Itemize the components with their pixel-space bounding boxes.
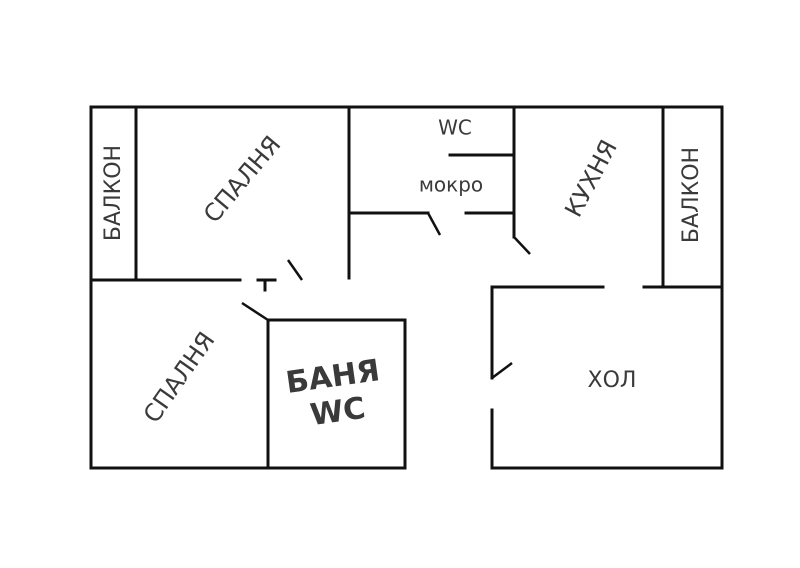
room-label-balcony-left: БАЛКОН — [101, 145, 126, 241]
door-bedroom-top — [286, 259, 304, 281]
room-label-wc: WC — [438, 116, 472, 140]
room-label-wet-area: мокро — [419, 173, 483, 197]
room-label-bedroom-bottom: СПАЛНЯ — [138, 327, 221, 428]
room-label-hall: ХОЛ — [588, 368, 637, 393]
door-wet-area — [426, 212, 442, 236]
room-label-bedroom-top: СПАЛНЯ — [198, 131, 286, 229]
room-label-bath-line1: БАНЯ — [284, 353, 382, 401]
room-label-bath-line2: WC — [308, 391, 367, 433]
room-label-balcony-right: БАЛКОН — [679, 147, 704, 243]
doors — [241, 212, 531, 379]
door-kitchen — [513, 236, 531, 255]
door-hall — [491, 362, 513, 379]
interior-walls — [89, 105, 724, 470]
room-label-kitchen: КУХНЯ — [559, 135, 623, 221]
door-bathroom — [241, 301, 269, 322]
